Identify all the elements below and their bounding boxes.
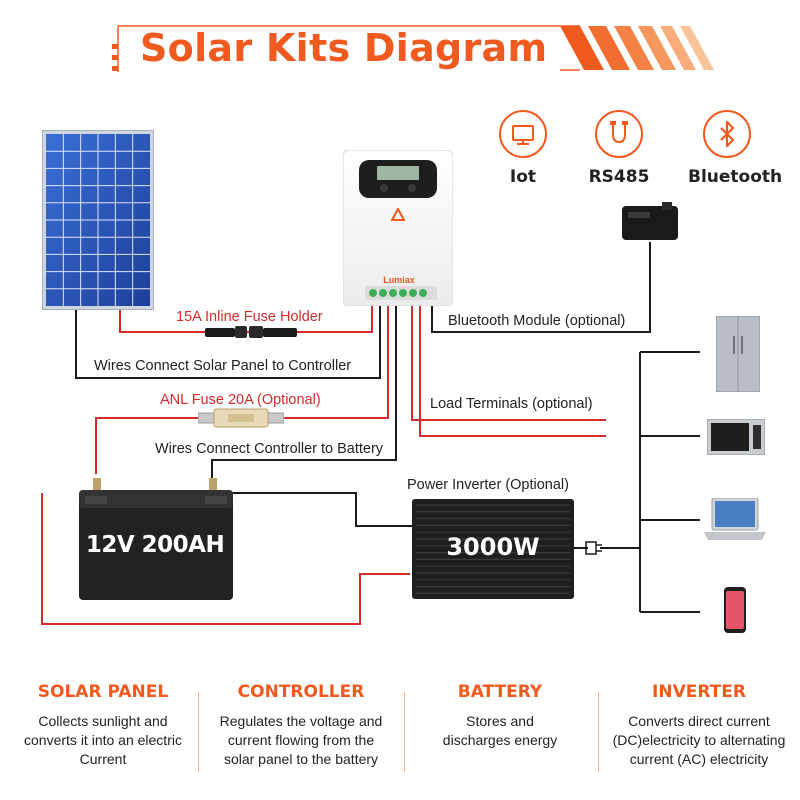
monitor-icon [512, 125, 534, 145]
power-inverter-label: Power Inverter (Optional) [407, 477, 569, 493]
section-solar-panel: SOLAR PANEL Collects sunlight and conver… [3, 682, 203, 769]
anl-fuse-label: ANL Fuse 20A (Optional) [160, 392, 321, 408]
smartphone-icon [724, 587, 746, 633]
power-inverter [412, 499, 574, 599]
controller-brand: Lumiax [383, 275, 415, 285]
feature-bluetooth: Bluetooth [688, 110, 783, 187]
charge-controller [343, 150, 453, 306]
section-description: Regulates the voltage and current flowin… [219, 713, 383, 767]
feature-bluetooth-label: Bluetooth [688, 167, 783, 187]
section-description: Collects sunlight and converts it into a… [24, 713, 182, 767]
feature-iot-label: Iot [509, 167, 537, 187]
battery [79, 490, 233, 600]
section-divider [598, 692, 599, 772]
section-inverter: INVERTER Converts direct current (DC)ele… [599, 682, 799, 769]
page-title: Solar Kits Diagram [140, 26, 548, 70]
section-divider [404, 692, 405, 772]
load-terminals-label: Load Terminals (optional) [430, 396, 593, 412]
bluetooth-module-label: Bluetooth Module (optional) [448, 313, 626, 329]
wires-controller-battery-label: Wires Connect Controller to Battery [155, 441, 384, 457]
battery-capacity: 12V 200AH [85, 532, 225, 558]
section-title: SOLAR PANEL [37, 682, 169, 702]
feature-iot: Iot [484, 110, 562, 187]
bluetooth-icon [720, 120, 735, 148]
laptop-icon [704, 498, 766, 540]
solar-panel [42, 130, 154, 310]
feature-rs485: RS485 [580, 110, 658, 187]
section-battery: BATTERY Stores and discharges energy [400, 682, 600, 750]
section-description: Stores and discharges energy [442, 713, 558, 748]
refrigerator-icon [716, 316, 760, 392]
section-title: CONTROLLER [237, 682, 365, 702]
battery-negative-terminal-icon [209, 478, 217, 490]
inline-fuse-holder [205, 326, 297, 338]
section-controller: CONTROLLER Regulates the voltage and cur… [201, 682, 401, 769]
cable-icon [610, 121, 628, 144]
controller-logo-icon [391, 208, 405, 221]
feature-rs485-label: RS485 [588, 167, 650, 187]
wires-panel-controller-label: Wires Connect Solar Panel to Controller [94, 358, 352, 374]
section-title: BATTERY [457, 682, 543, 702]
anl-fuse [198, 408, 284, 428]
fuse-holder-label: 15A Inline Fuse Holder [176, 309, 323, 325]
battery-positive-terminal-icon [93, 478, 101, 490]
section-description: Converts direct current (DC)electricity … [612, 713, 786, 767]
bluetooth-module [622, 202, 678, 240]
inverter-power: 3000W [446, 533, 540, 561]
section-divider [198, 692, 199, 772]
microwave-icon [707, 419, 765, 455]
section-title: INVERTER [652, 682, 746, 702]
